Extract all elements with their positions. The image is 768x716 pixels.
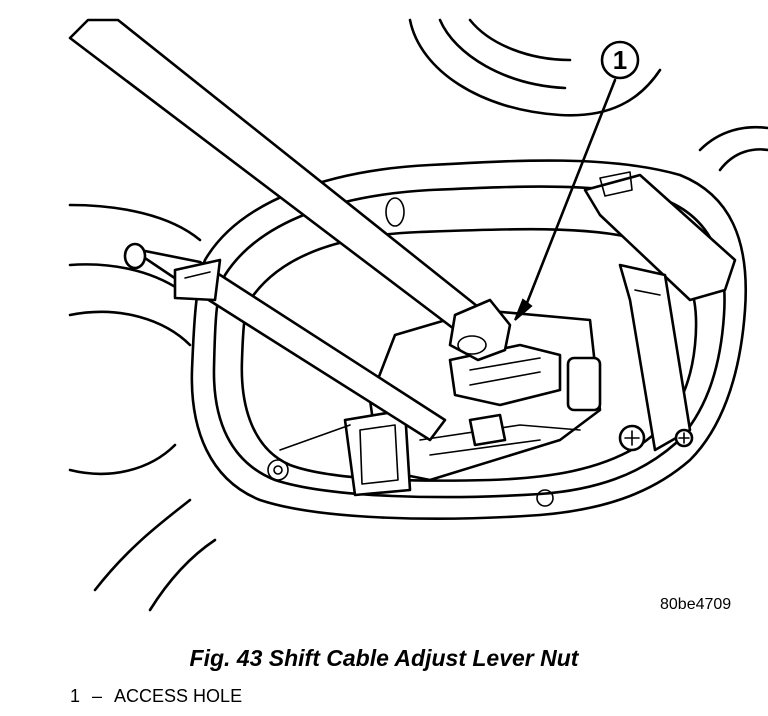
mounting-bracket — [583, 171, 737, 452]
callout-1: 1 — [514, 40, 640, 321]
figure-caption: Fig. 43 Shift Cable Adjust Lever Nut — [189, 645, 579, 671]
diagram-illustration: 1 — [68, 18, 768, 612]
shifter-mechanism — [279, 308, 602, 497]
legend-label: ACCESS HOLE — [114, 686, 243, 706]
figure-id: 80be4709 — [660, 596, 732, 613]
legend-item: 1–ACCESS HOLE — [70, 686, 242, 707]
legend-number: 1 — [70, 686, 81, 706]
tool-extension — [68, 18, 512, 362]
legend: 1–ACCESS HOLE — [70, 686, 242, 707]
dashboard-outline-top — [408, 18, 768, 172]
callout-number: 1 — [613, 45, 627, 75]
dashboard-outline-left — [68, 203, 217, 612]
legend-separator: – — [92, 686, 103, 706]
shift-cable — [123, 242, 447, 442]
